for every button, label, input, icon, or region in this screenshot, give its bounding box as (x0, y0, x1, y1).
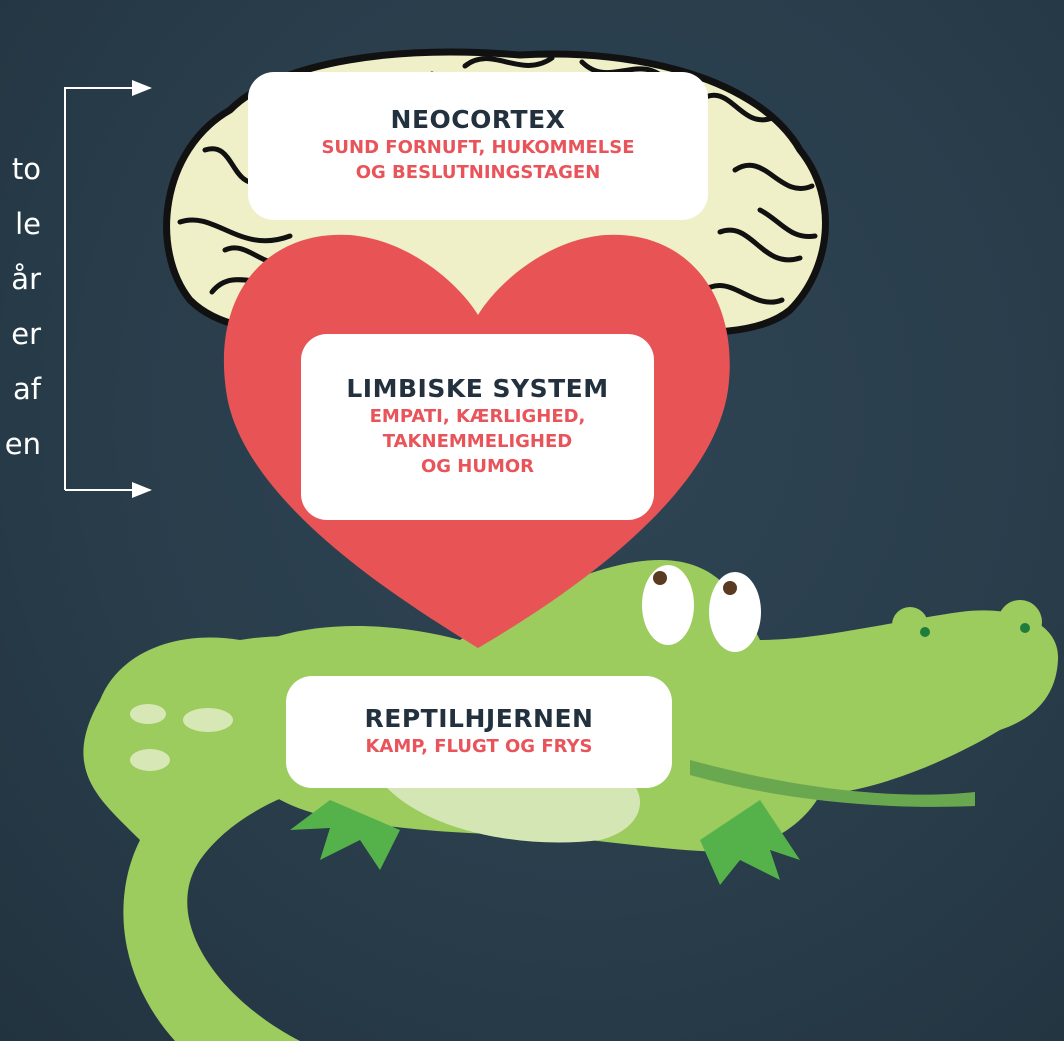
limbic-line: EMPATI, KÆRLIGHED, (370, 404, 586, 429)
neocortex-line: SUND FORNUFT, HUKOMMELSE (321, 135, 634, 160)
neocortex-title: NEOCORTEX (391, 106, 566, 135)
side-word: en (5, 430, 41, 459)
neocortex-line: OG BESLUTNINGSTAGEN (356, 160, 601, 185)
side-word: af (13, 375, 41, 404)
side-word: to (12, 155, 41, 184)
limbic-line: OG HUMOR (421, 454, 534, 479)
reptile-line: KAMP, FLUGT OG FRYS (365, 734, 592, 759)
reptile-label-box: REPTILHJERNEN KAMP, FLUGT OG FRYS (286, 676, 672, 788)
side-word: år (11, 265, 41, 294)
limbic-label-box: LIMBISKE SYSTEM EMPATI, KÆRLIGHED, TAKNE… (301, 334, 654, 520)
limbic-line: TAKNEMMELIGHED (383, 429, 572, 454)
limbic-title: LIMBISKE SYSTEM (346, 375, 608, 404)
reptile-title: REPTILHJERNEN (365, 705, 594, 734)
side-word: er (11, 320, 41, 349)
neocortex-label-box: NEOCORTEX SUND FORNUFT, HUKOMMELSE OG BE… (248, 72, 708, 220)
crocodile-illustration (83, 560, 1058, 1041)
side-word: le (15, 210, 41, 239)
bracket-arrows (65, 88, 150, 490)
